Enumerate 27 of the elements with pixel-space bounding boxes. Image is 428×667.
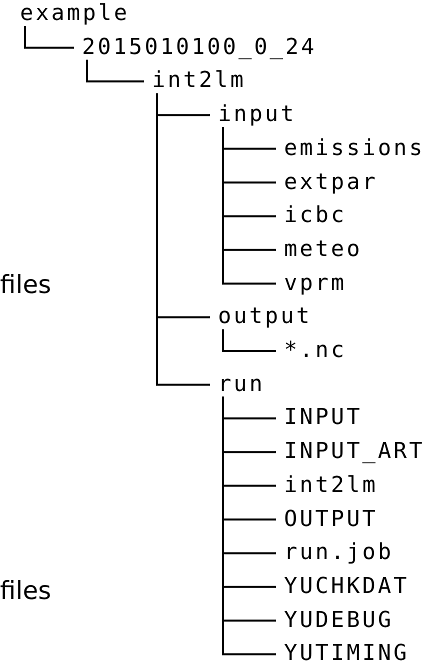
directory-name: OUTPUT <box>284 506 378 532</box>
directory-name: output <box>218 304 312 330</box>
directory-name: YUTIMING <box>284 641 410 667</box>
tree-connector <box>222 329 276 352</box>
directory-name: run.job <box>284 540 394 566</box>
side-note: files <box>0 270 52 300</box>
directory-name: vprm <box>284 270 347 297</box>
directory-name: INPUT_ART <box>284 439 425 466</box>
tree-connector <box>86 60 144 82</box>
tree-connector <box>222 127 276 285</box>
side-note: files <box>0 576 52 606</box>
directory-name: YUDEBUG <box>284 608 394 634</box>
directory-name: input <box>218 102 296 128</box>
directory-name: emissions <box>284 136 425 162</box>
directory-name: int2lm <box>152 68 246 94</box>
directory-name: 2015010100_0_24 <box>82 34 317 61</box>
directory-name: icbc <box>284 203 347 230</box>
directory-name: extpar <box>284 170 378 196</box>
directory-name: *.nc <box>284 338 347 364</box>
directory-name: example <box>20 1 130 27</box>
directory-name: YUCHKDAT <box>284 574 410 600</box>
tree-connector <box>156 93 210 386</box>
directory-name: INPUT <box>284 405 362 432</box>
directory-name: run <box>218 372 265 398</box>
tree-connector <box>24 26 74 49</box>
directory-name: int2lm <box>284 472 378 499</box>
directory-name: meteo <box>284 236 362 263</box>
